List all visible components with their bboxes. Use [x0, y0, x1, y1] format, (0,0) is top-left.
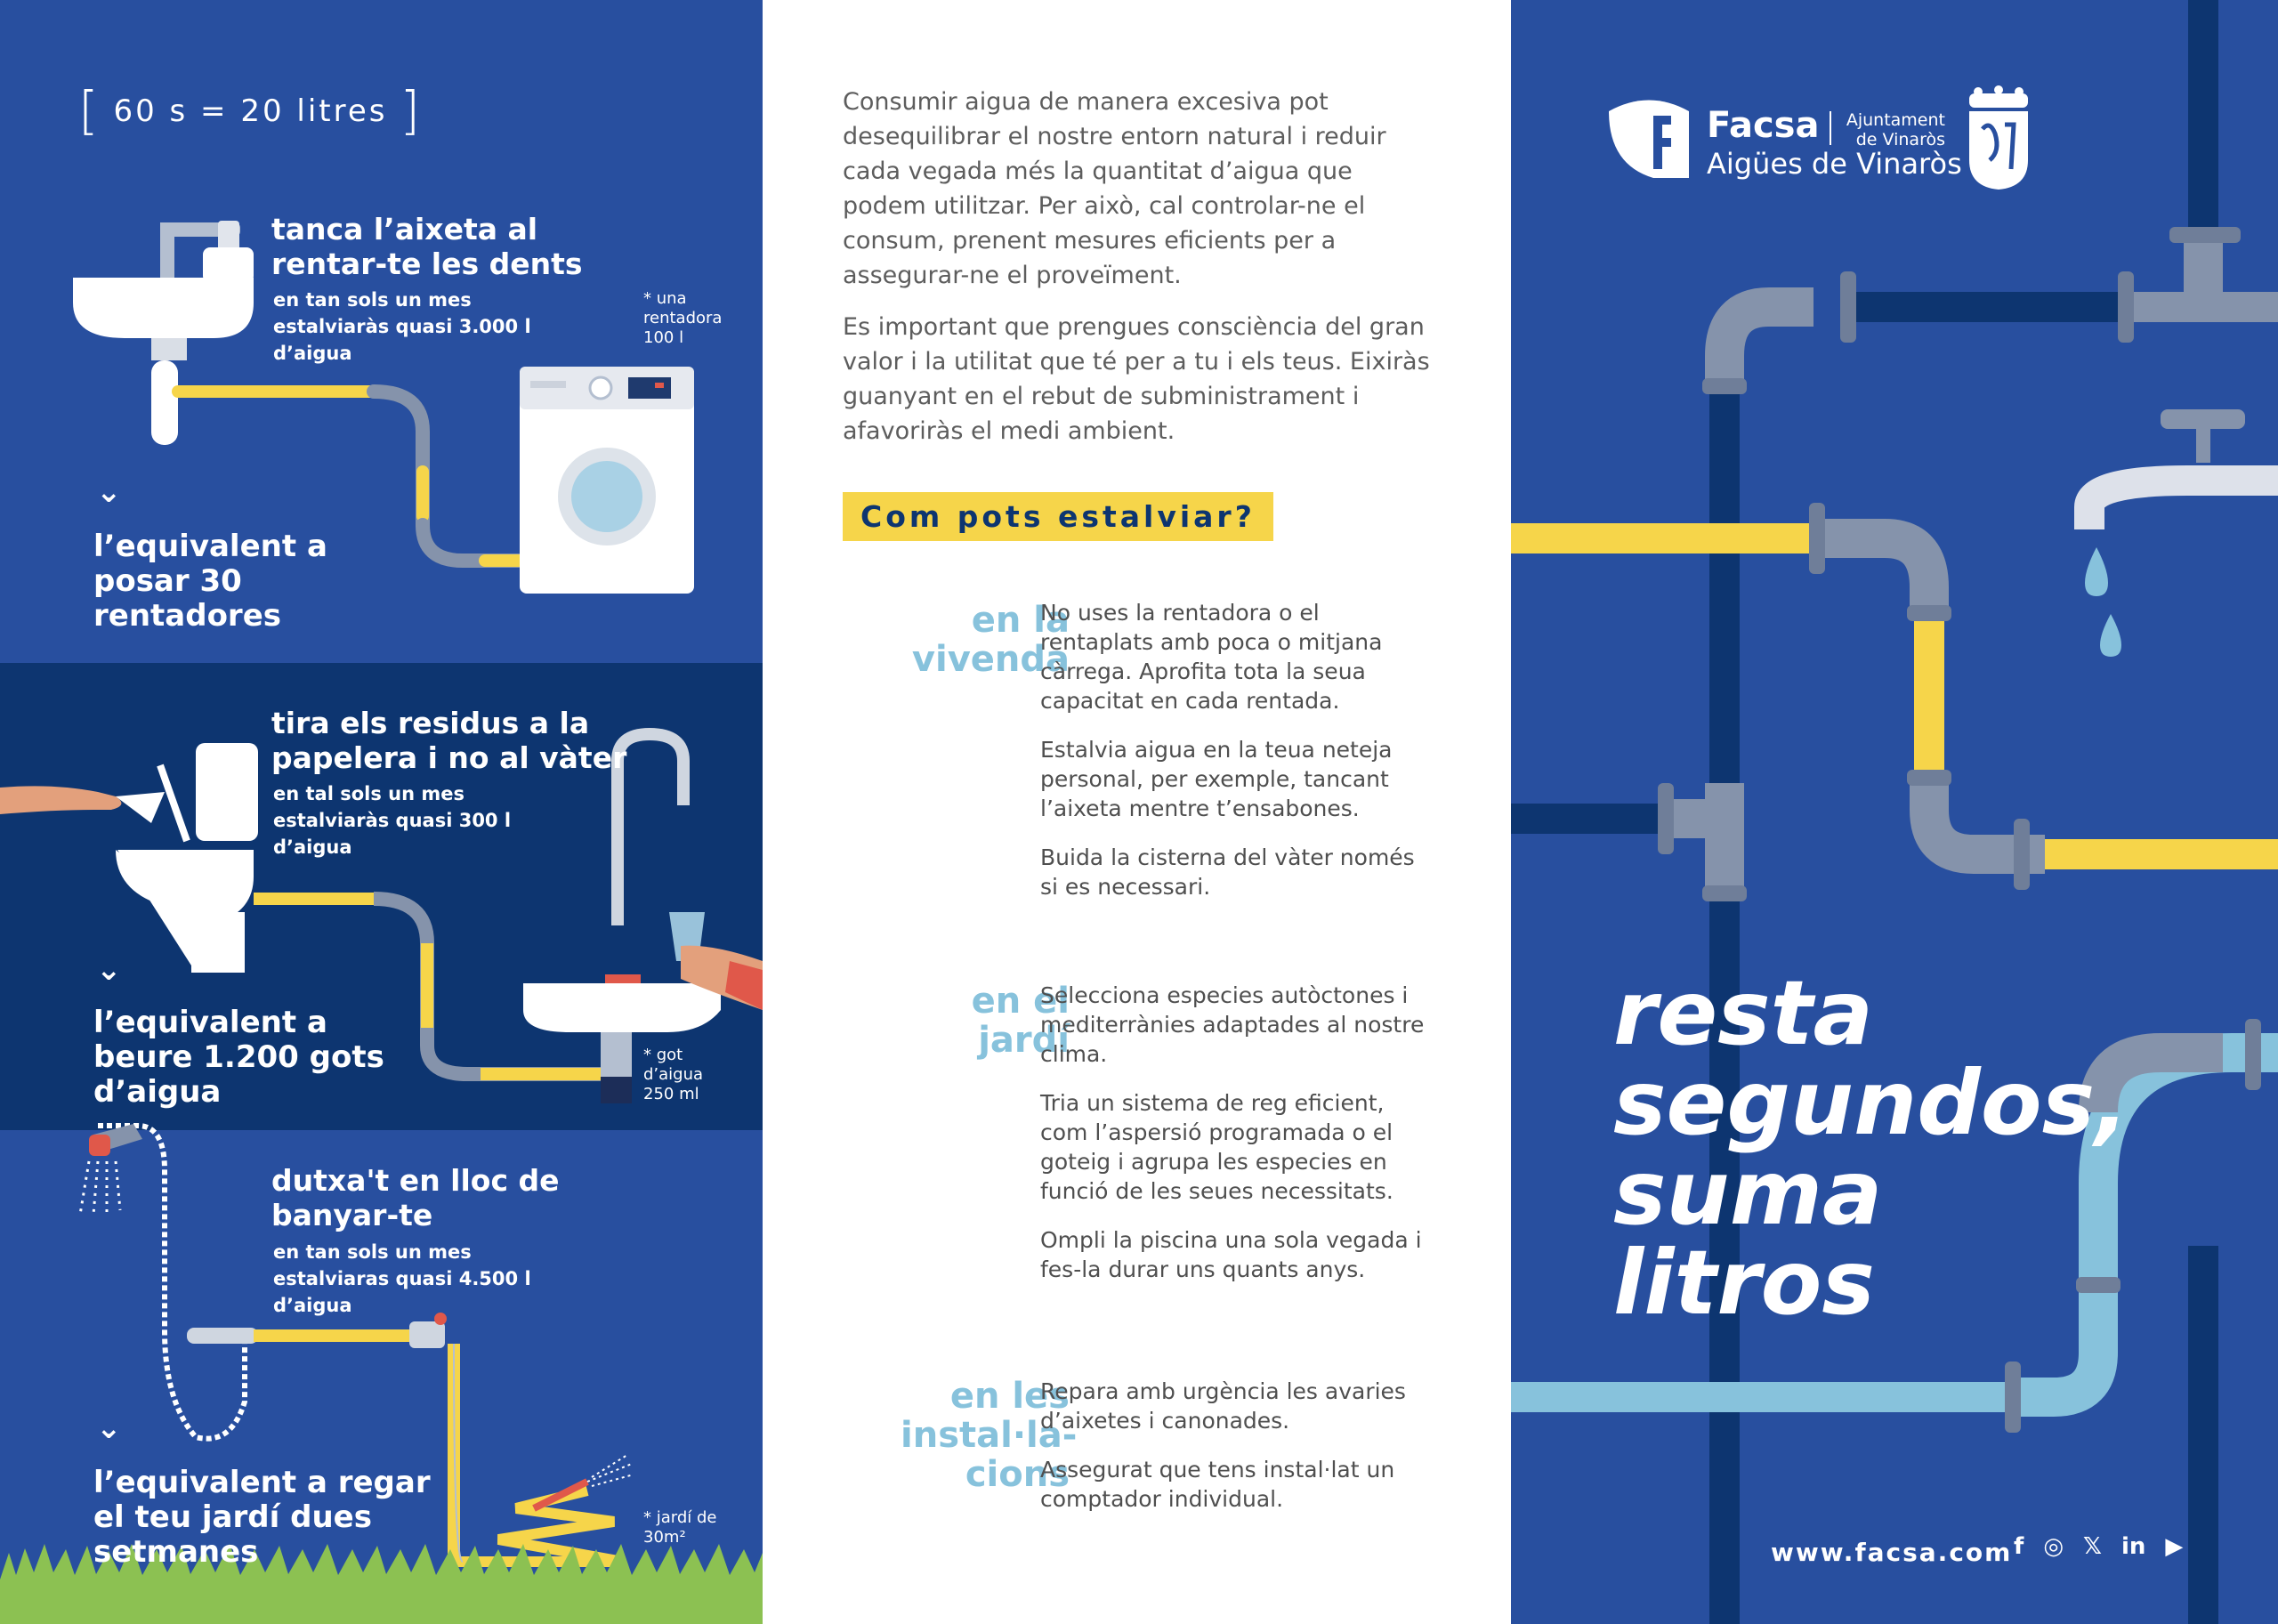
tip3-illustration — [0, 1123, 763, 1624]
chevron-down-icon: ⌄ — [96, 474, 122, 510]
slogan-line: resta — [1613, 961, 1873, 1065]
pipes-illustration — [1511, 0, 2278, 1624]
social-links: f ◎ 𝕏 in ▶ — [2014, 1533, 2183, 1560]
section-heading-jardi: en el jardí — [816, 982, 1070, 1060]
shower-icon — [78, 1123, 247, 1442]
section-paragraph: Repara amb urgència les avaries d’aixete… — [1040, 1378, 1406, 1434]
intro-paragraph-2: Es important que prengues consciència de… — [843, 313, 1430, 445]
facebook-icon[interactable]: f — [2014, 1533, 2024, 1560]
tip2-detail: en tal sols un mes estalviaràs quasi 300… — [273, 783, 512, 858]
slogan: resta segundos, suma litros — [1613, 968, 2129, 1328]
facsa-logo-icon — [1609, 100, 1689, 178]
tip2-equivalent: l’equivalent a beure 1.200 gots d’aigua — [93, 1005, 384, 1110]
section-paragraph: Assegurat que tens instal·lat un comptad… — [1040, 1457, 1395, 1512]
section-heading-installacions: en les instal·la- cions — [816, 1376, 1078, 1495]
section-heading-vivenda: en la vivenda — [911, 600, 1070, 680]
section-heading-text: en les instal·la- cions — [901, 1376, 1078, 1495]
tip2-illustration — [0, 727, 763, 1103]
tip3-note: * jardí de 30m² — [643, 1508, 717, 1547]
middle-panel: Consumir aigua de manera excesiva pot de… — [763, 0, 1511, 1624]
section-text-vivenda: No uses la rentadora o el rentaplats amb… — [1040, 598, 1432, 921]
tip1-note: * una rentadora 100 l — [643, 289, 723, 347]
tip1-equivalent: l’equivalent a posar 30 rentadores — [93, 529, 327, 634]
section-text-jardi: Selecciona especies autòctones i mediter… — [1040, 981, 1432, 1304]
section-paragraph: Tria un sistema de reg eficient, com l’a… — [1040, 1090, 1393, 1204]
left-panel: [ 60 s = 20 litres ] — [0, 0, 763, 1624]
glass-icon — [669, 912, 763, 1010]
tip3-title: dutxa't en lloc de banyar-te — [271, 1163, 560, 1232]
chevron-down-icon: ⌄ — [96, 1410, 122, 1446]
washing-machine-icon — [520, 367, 694, 594]
section-paragraph: Selecciona especies autòctones i mediter… — [1040, 982, 1425, 1067]
slogan-line: segundos, — [1613, 1051, 2129, 1155]
grass-icon — [0, 1544, 763, 1624]
tip2-note: * got d’aigua 250 ml — [643, 1046, 704, 1103]
slogan-line: suma — [1613, 1141, 1883, 1245]
linkedin-icon[interactable]: in — [2120, 1533, 2146, 1560]
yellow-pipe — [172, 384, 532, 568]
ratio-text: 60 s = 20 litres — [113, 93, 388, 129]
instagram-icon[interactable]: ◎ — [2043, 1533, 2064, 1560]
tip3-equivalent: l’equivalent a regar el teu jardí dues s… — [93, 1465, 431, 1570]
council-line: de Vinaròs — [1855, 130, 1945, 149]
ratio-label: [ 60 s = 20 litres ] — [78, 80, 423, 141]
right-panel: Facsa Ajuntament de Vinaròs Aigües de Vi… — [1511, 0, 2278, 1624]
youtube-icon[interactable]: ▶ — [2165, 1533, 2184, 1560]
sink2-icon — [523, 727, 721, 1103]
x-icon[interactable]: 𝕏 — [2083, 1533, 2102, 1560]
tip1-title: tanca l’aixeta al rentar-te les dents — [271, 212, 583, 281]
council-shield-icon — [1969, 85, 2028, 190]
tip2-title: tira els residus a la papelera i no al v… — [271, 706, 627, 775]
section-paragraph: Buida la cisterna del vàter només si es … — [1040, 844, 1415, 900]
council-label: Ajuntament de Vinaròs — [1840, 110, 1945, 149]
chevron-down-icon: ⌄ — [96, 952, 122, 988]
council-line: Ajuntament — [1846, 110, 1945, 130]
hand-icon — [0, 786, 165, 823]
sink-icon — [73, 221, 254, 445]
website-link[interactable]: www.facsa.com — [1771, 1538, 2013, 1567]
intro-paragraph-1: Consumir aigua de manera excesiva pot de… — [843, 88, 1386, 289]
section-paragraph: No uses la rentadora o el rentaplats amb… — [1040, 600, 1383, 714]
section-paragraph: Ompli la piscina una sola vegada i fes-l… — [1040, 1227, 1422, 1282]
brand-name: Facsa — [1707, 105, 1820, 146]
toilet-icon — [116, 743, 258, 973]
facsa-logo — [1600, 93, 1698, 182]
brand-subtitle: Aigües de Vinaròs — [1707, 147, 1962, 181]
section-text-installacions: Repara amb urgència les avaries d’aixete… — [1040, 1377, 1432, 1533]
slogan-line: litros — [1613, 1231, 1875, 1335]
yellow-pipe — [254, 892, 614, 1081]
question-banner: Com pots estalviar? — [843, 492, 1273, 541]
tip3-detail: en tan sols un mes estalviaras quasi 4.5… — [273, 1241, 531, 1316]
section-heading-text: en el jardí — [971, 981, 1070, 1061]
tap-icon — [187, 1313, 447, 1348]
tip1-detail: en tan sols un mes estalviaràs quasi 3.0… — [273, 289, 531, 364]
brand-divider — [1830, 111, 1831, 145]
water-drop-icon — [2085, 547, 2121, 657]
section-paragraph: Estalvia aigua en la teua neteja persona… — [1040, 737, 1393, 821]
tip1-illustration — [73, 221, 694, 594]
